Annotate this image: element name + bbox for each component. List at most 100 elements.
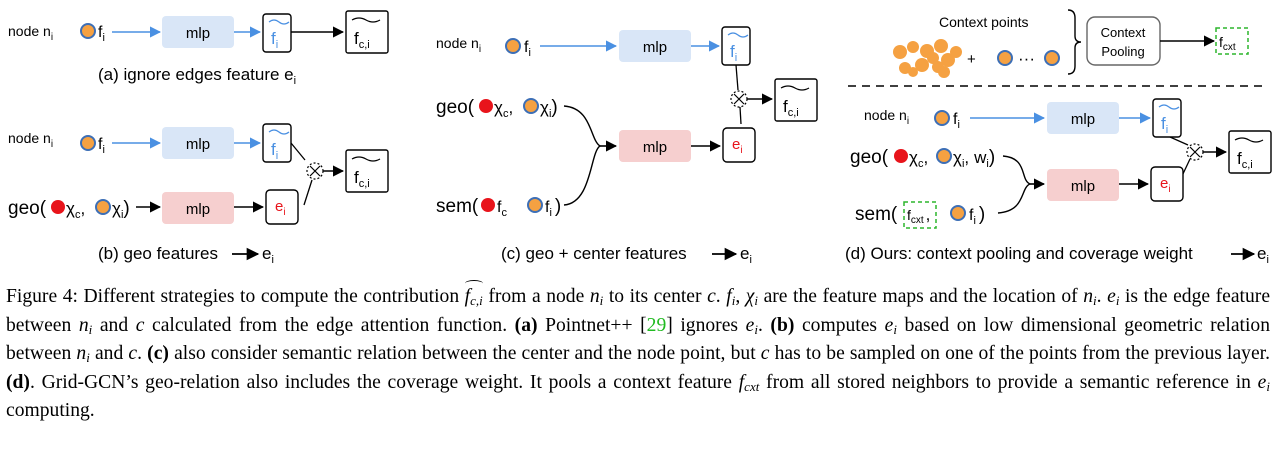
neighbor-dot [1044, 50, 1060, 66]
feature-label: fi [524, 39, 531, 59]
tilde-mark [1158, 104, 1180, 110]
output-feature: fi [1161, 114, 1168, 136]
caption-text: Pointnet++ [ [537, 314, 647, 336]
neighbor-dot [997, 50, 1013, 66]
panel-c: node ni fi mlp fi fc,i geo( χc, χi) sem(… [436, 26, 818, 266]
caption-text: . Grid-GCN’s geo-relation also includes … [29, 371, 739, 393]
panel-caption-tail: ei [740, 244, 752, 266]
node-label: node ni [436, 35, 481, 55]
geo-function: geo( [850, 147, 889, 168]
node-feature-dot [80, 23, 96, 39]
caption-text: . [757, 314, 771, 336]
caption-math: c [707, 286, 716, 307]
mlp-label: mlp [1071, 178, 1095, 195]
caption-text: . [137, 343, 148, 365]
tilde-mark [268, 129, 290, 135]
node-feature: fi) [969, 204, 985, 227]
node-dot [936, 148, 952, 164]
caption-text: . [715, 286, 727, 307]
tilde-mark [351, 156, 381, 162]
merge-connector [997, 155, 1031, 214]
node-label: node ni [864, 107, 909, 127]
tilde-mark [268, 19, 290, 25]
context-points-label: Context points [939, 14, 1029, 30]
connector [1169, 136, 1189, 146]
figure-caption: Figure 4: Different strategies to comput… [6, 280, 1271, 426]
caption-math: ei [1107, 286, 1120, 308]
output-feature: fi [271, 140, 278, 162]
caption-text: . [1096, 286, 1108, 307]
node-dot [95, 199, 111, 215]
caption-text: and [92, 314, 136, 336]
caption-text: is the edge feature between [6, 286, 1271, 336]
edge-label: ei [275, 198, 286, 218]
mlp-label: mlp [186, 136, 210, 153]
caption-math: c [128, 343, 138, 365]
context-feature-label: fcxt [1219, 34, 1236, 53]
caption-math: ni [589, 286, 604, 308]
multiply-icon-cross [733, 93, 745, 105]
panel-caption: (d) Ours: context pooling and coverage w… [845, 244, 1193, 263]
tilde-mark [1234, 137, 1264, 143]
panel-d: Context points + ··· Context Pooling fcx… [845, 9, 1272, 266]
mlp-box-edge [619, 130, 691, 162]
caption-text: computes [794, 314, 885, 336]
caption-math: ei [884, 314, 897, 337]
sem-function: sem( [855, 204, 898, 225]
caption-math: fcxt [738, 371, 760, 394]
node-dot [950, 205, 966, 221]
caption-bold: (c) [147, 343, 169, 365]
caption-text: computing. [6, 400, 95, 422]
caption-math: fc,i [464, 280, 483, 312]
caption-text: calculated from the edge attention funct… [144, 314, 515, 336]
node-dot [523, 98, 539, 114]
center-dot [479, 99, 493, 113]
panel-b: node ni fi mlp fi fc,i geo( χc, χi) mlp … [8, 123, 389, 266]
node-location: χi) [112, 198, 130, 221]
caption-math: c [760, 343, 770, 365]
plus-sign: + [967, 51, 976, 68]
caption-text: to its center [603, 286, 708, 307]
edge-box [265, 189, 299, 225]
center-feature: fc [497, 199, 507, 219]
output-feature: fi [730, 42, 737, 64]
sem-function: sem( [436, 196, 479, 217]
geo-function: geo( [436, 97, 475, 118]
center-location: χc, [66, 199, 85, 221]
caption-text: also consider semantic relation between … [168, 343, 761, 365]
caption-math: c [135, 314, 145, 336]
caption-bold: (d) [6, 371, 30, 393]
panel-caption: (b) geo features [98, 244, 218, 263]
tilde-mark [351, 17, 381, 23]
caption-math: ei [745, 314, 758, 337]
connector [735, 64, 739, 91]
mlp-box-edge [1047, 169, 1119, 201]
edge-label: ei [1160, 175, 1171, 195]
context-pooling-label-2: Pooling [1101, 44, 1144, 59]
caption-text: ] ignores [666, 314, 746, 336]
panel-caption: (a) ignore edges feature ei [98, 65, 296, 87]
mlp-box-edge [162, 192, 234, 224]
caption-text: has to be sampled on one of the points f… [769, 343, 1270, 365]
caption-text: Figure 4: Different strategies to comput… [6, 286, 465, 307]
citation-link[interactable]: 29 [646, 314, 667, 336]
center-location: χc, [909, 148, 928, 170]
center-dot [51, 200, 65, 214]
edge-box [1150, 166, 1184, 202]
caption-math: ei [1257, 371, 1270, 394]
center-location: χc, [494, 98, 513, 120]
node-feature: fi) [545, 196, 561, 219]
mlp-box [1047, 102, 1119, 134]
contribution-label: fc,i [354, 29, 370, 51]
caption-bold: (a) [514, 314, 538, 336]
panel-caption-tail: ei [262, 244, 274, 266]
center-dot [894, 149, 908, 163]
mlp-label: mlp [186, 201, 210, 218]
output-feature: fi [271, 29, 278, 51]
node-location: χi,wi) [953, 147, 995, 170]
center-dot [481, 198, 495, 212]
caption-math: ni [78, 314, 93, 337]
mlp-label: mlp [186, 25, 210, 42]
tilde-mark [727, 32, 749, 38]
geo-function: geo( [8, 198, 47, 219]
